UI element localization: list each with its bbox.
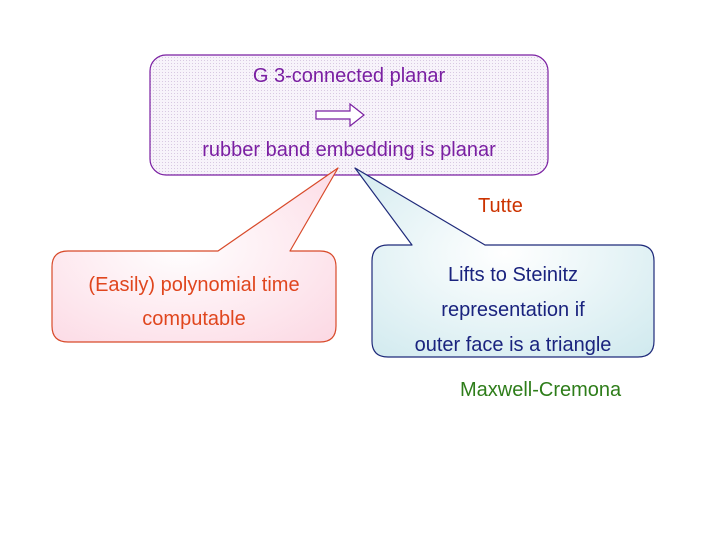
right-callout-line3: outer face is a triangle	[414, 334, 612, 356]
right-callout-line2: representation if	[441, 299, 585, 321]
top-statement-conclusion: rubber band embedding is planar	[202, 139, 496, 161]
left-callout-bubble	[51, 167, 339, 343]
right-callout-text: Lifts to Steinitz representation if oute…	[372, 258, 654, 363]
left-callout-text: (Easily) polynomial time computable	[52, 268, 336, 336]
right-callout-bubble	[354, 167, 655, 358]
left-callout-line1: (Easily) polynomial time	[88, 274, 300, 296]
right-callout-line1: Lifts to Steinitz	[447, 264, 579, 286]
maxwell-cremona-attribution-label: Maxwell-Cremona	[460, 379, 622, 401]
top-statement-hypothesis: G 3-connected planar	[252, 65, 446, 87]
tutte-attribution-label: Tutte	[478, 195, 523, 217]
implies-arrow-icon	[315, 102, 365, 128]
left-callout-line2: computable	[142, 308, 246, 330]
